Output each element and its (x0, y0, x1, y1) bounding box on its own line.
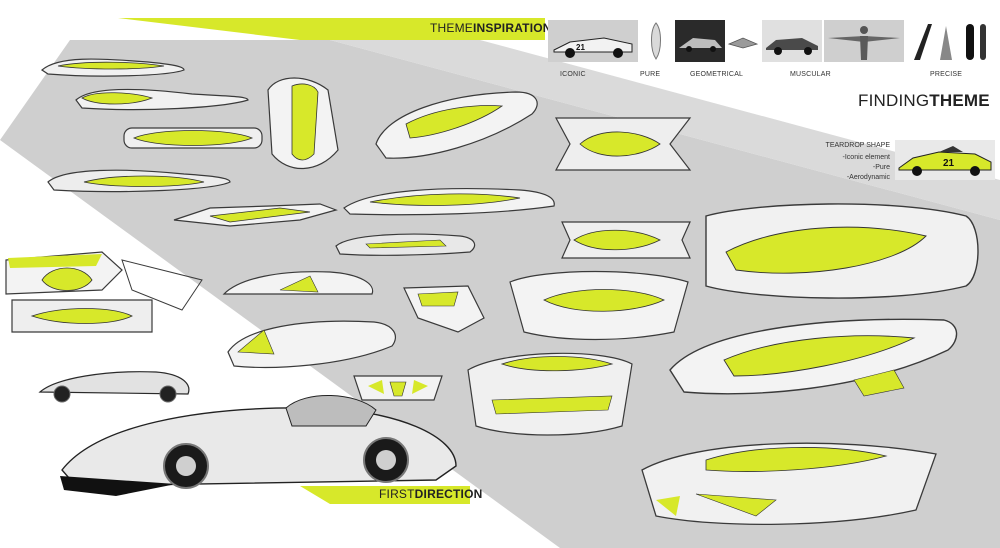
geometric-car-icon (679, 38, 722, 52)
precise-objects-icon (914, 24, 986, 60)
first-direction-title-light: FIRST (379, 487, 415, 501)
caption-pure: PURE (640, 71, 661, 78)
sketch-three-quarter-2 (227, 320, 396, 368)
first-direction-accent-strip (300, 486, 470, 504)
geometric-shape-icon (727, 37, 759, 49)
sketch-rendered-side-small (38, 371, 190, 403)
sketch-large-top-view (705, 203, 979, 299)
finding-theme-title-light: FINDING (858, 91, 930, 110)
sketch-first-direction-render (60, 394, 457, 496)
sketch-three-quarter-1 (375, 91, 538, 159)
caption-iconic: ICONIC (560, 71, 586, 78)
teardrop-notes: TEARDROP SHAPE -Iconic element -Pure -Ae… (815, 141, 890, 183)
inspiration-photo-geometric-shape (727, 20, 759, 62)
sketch-large-three-quarter (669, 318, 958, 397)
teardrop-heading: TEARDROP SHAPE (825, 142, 890, 149)
svg-text:21: 21 (576, 43, 585, 52)
race-car-photo-icon: 21 (553, 37, 633, 58)
teardrop-bullet-iconic: -Iconic element (842, 154, 890, 161)
teardrop-bullet-aerodynamic: -Aerodynamic (846, 174, 890, 181)
sketch-teardrop-side-1 (41, 58, 185, 77)
race-number: 21 (943, 158, 955, 169)
first-direction-title-bold: DIRECTION (414, 487, 483, 501)
race-car-photo-icon: 21 (898, 146, 992, 176)
sketch-long-side-1 (343, 187, 555, 216)
caption-precise: PRECISE (930, 71, 963, 78)
athlete-figure-icon (828, 26, 900, 60)
sketch-low-side-5 (173, 203, 338, 227)
sketch-top-view-2 (561, 221, 691, 259)
caption-muscular: MUSCULAR (790, 71, 831, 78)
theme-inspiration-accent-strip (118, 18, 545, 40)
inspiration-photo-muscular-athlete (824, 20, 904, 62)
sketch-side-profile-3 (222, 271, 374, 295)
sketch-bottom-three-quarter (641, 442, 937, 525)
theme-inspiration-title: THEMEINSPIRATION (430, 21, 552, 35)
inspiration-photo-teardrop-object (640, 20, 672, 62)
sketch-rear-three-quarter (467, 352, 633, 436)
sketch-teardrop-side-3 (123, 127, 263, 149)
theme-inspiration-title-bold: INSPIRATION (473, 21, 552, 35)
sketch-teardrop-side-2 (75, 88, 249, 111)
theme-inspiration-title-light: THEME (430, 21, 473, 35)
sketch-long-side-2 (335, 233, 476, 256)
sketch-front-open-canopy (5, 251, 203, 333)
inspiration-photo-precise-objects (906, 20, 996, 62)
teardrop-bullet-pure: -Pure (872, 164, 890, 171)
inspiration-photo-race-car: 21 (548, 20, 638, 62)
sketch-vertical-pod (267, 77, 339, 170)
sketch-three-quarter-3 (509, 270, 689, 341)
inspiration-photo-muscular-car (762, 20, 822, 62)
muscular-car-icon (766, 38, 818, 55)
first-direction-title: FIRSTDIRECTION (379, 487, 482, 501)
finding-theme-title-bold: THEME (929, 91, 990, 110)
teardrop-race-car-photo: 21 (895, 140, 995, 180)
inspiration-photo-geometric-car (675, 20, 725, 62)
sketch-teardrop-side-4 (47, 169, 231, 193)
diagonal-grey-band (0, 40, 1000, 548)
sketch-top-view-1 (554, 117, 692, 171)
teardrop-object-icon (651, 22, 661, 60)
caption-geometrical: GEOMETRICAL (690, 71, 744, 78)
sketch-front-view-small (353, 375, 443, 401)
finding-theme-title: FINDINGTHEME (858, 91, 990, 111)
sketch-nose-detail (403, 285, 485, 333)
